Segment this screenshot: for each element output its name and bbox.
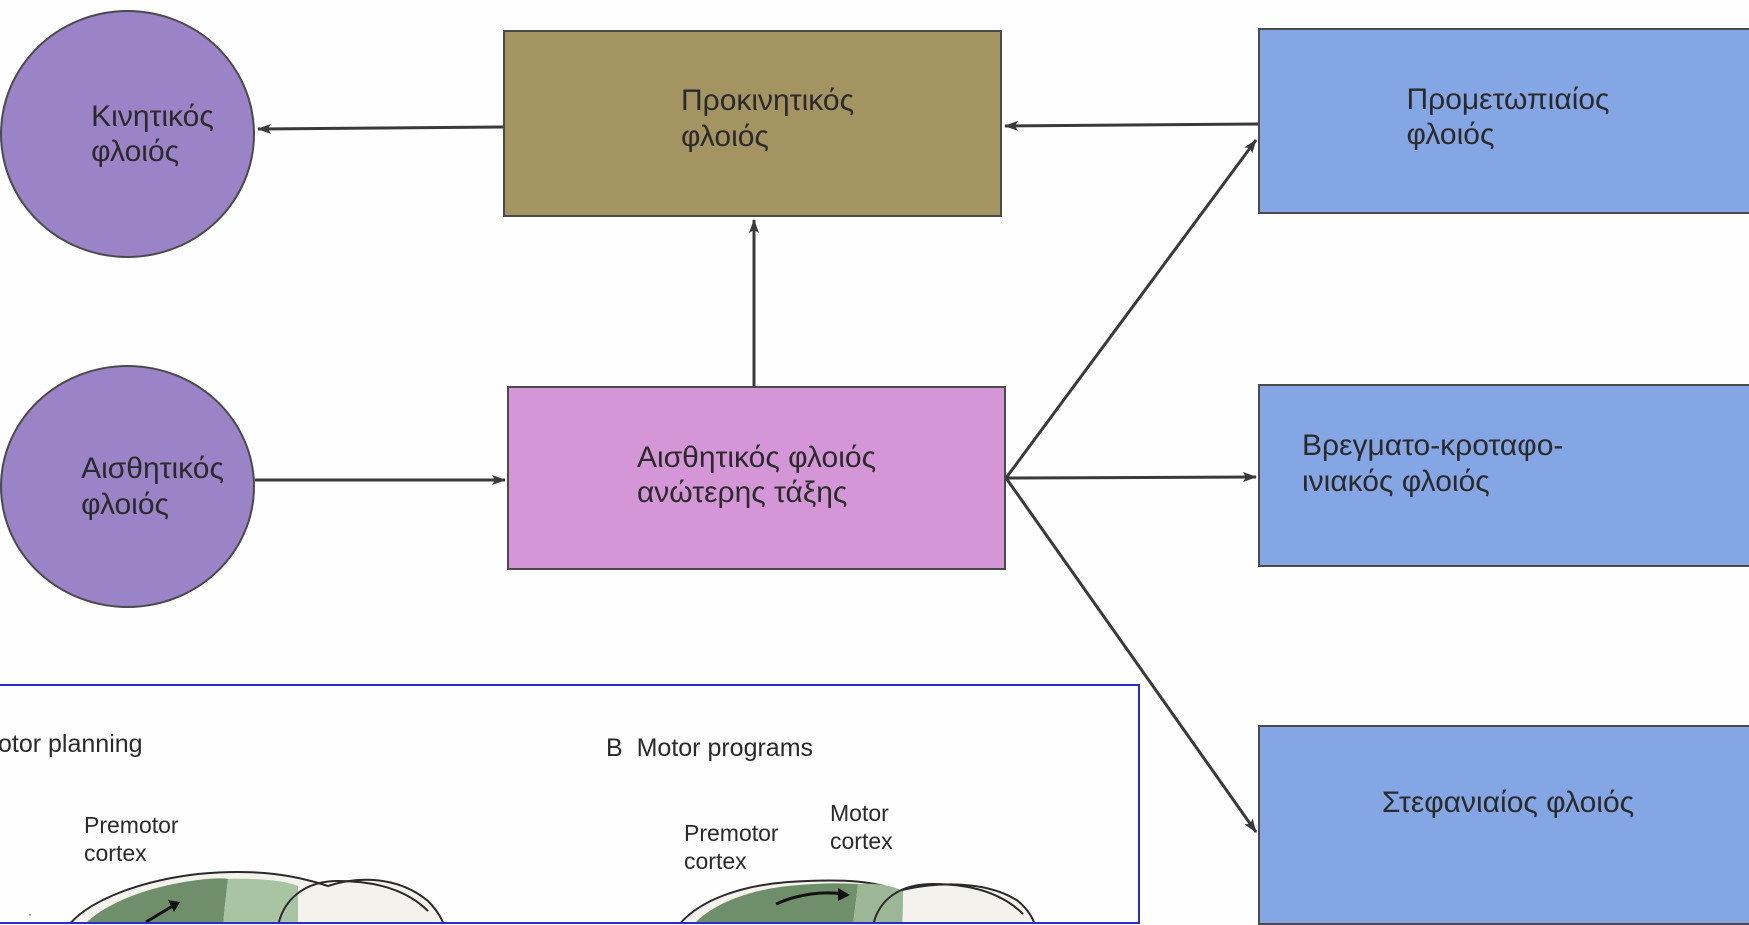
panel-b-motor-label-line2: cortex: [830, 827, 893, 854]
cingulate-cortex-label-line1: Στεφανιαίος φλοιός: [1381, 786, 1635, 820]
panel-b-letter: B: [606, 734, 623, 762]
prefrontal-cortex-label: Προμετωπιαίος φλοιός: [1406, 82, 1609, 153]
parietal-cortex-label-line1: Βρεγματο-κροταφο-: [1302, 429, 1564, 463]
panel-b-premotor-label-line2: cortex: [684, 847, 747, 874]
premotor-cortex-node: Προκινητικός φλοιός: [503, 30, 1002, 217]
arrow-premotor-to-motor: [257, 123, 504, 134]
premotor-cortex-label-line1: Προκινητικός: [680, 84, 855, 118]
motor-cortex-node: Κινητικός φλοιός: [0, 10, 255, 258]
premotor-cortex-label: Προκινητικός φλοιός: [681, 83, 854, 154]
panel-b-premotor-label: Premotor cortex: [684, 820, 779, 875]
arrow-higher-to-prefrontal: [1004, 139, 1258, 479]
panel-b-title-text: Motor programs: [636, 734, 814, 762]
svg-text:·: ·: [28, 907, 32, 921]
panel-a-premotor-label-line1: Premotor: [84, 812, 179, 838]
higher-order-sensory-cortex-node: Αισθητικός φλοιός ανώτερης τάξης: [507, 386, 1006, 570]
panel-b-motor-label: Motor cortex: [830, 800, 893, 855]
sensory-cortex-label-line1: Αισθητικός: [81, 452, 224, 486]
brain-illustrations: ·: [28, 870, 1035, 922]
motor-cortex-label-line1: Κινητικός: [91, 99, 214, 133]
panel-b-motor-label-line1: Motor: [830, 800, 889, 826]
parieto-temporo-occipital-cortex-node: Βρεγματο-κροταφο- ινιακός φλοιός: [1258, 384, 1749, 567]
panel-a-frontal-shade: [223, 878, 299, 922]
parietal-cortex-label: Βρεγματο-κροταφο- ινιακός φλοιός: [1302, 428, 1563, 499]
prefrontal-cortex-label-line2: φλοιός: [1406, 118, 1495, 151]
panel-b-title: B Motor programs: [606, 734, 813, 763]
arrow-prefrontal-to-premotor: [1004, 120, 1259, 131]
panel-a-premotor-label-line2: cortex: [84, 839, 147, 866]
panel-b-flow-arrowhead: [838, 888, 850, 901]
cingulate-cortex-label: Στεφανιαίος φλοιός: [1382, 785, 1634, 820]
higher-order-sensory-label-line1: Αισθητικός φλοιός: [636, 440, 877, 474]
inset-figure-panel: otor planning Premotor cortex B Motor pr…: [0, 684, 1140, 924]
sensory-cortex-label: Αισθητικός φλοιός: [81, 451, 224, 522]
panel-a-title: otor planning: [0, 730, 143, 758]
motor-cortex-label: Κινητικός φλοιός: [91, 99, 214, 170]
motor-cortex-label-line2: φλοιός: [91, 135, 180, 168]
prefrontal-cortex-node: Προμετωπιαίος φλοιός: [1258, 28, 1749, 214]
sensory-cortex-node: Αισθητικός φλοιός: [0, 365, 255, 608]
higher-order-sensory-label-line2: ανώτερης τάξης: [636, 476, 848, 509]
sensory-cortex-label-line2: φλοιός: [81, 487, 169, 521]
premotor-cortex-label-line2: φλοιός: [680, 119, 769, 153]
arrow-higher-to-parietal: [1005, 472, 1257, 483]
parietal-cortex-label-line2: ινιακός φλοιός: [1302, 464, 1490, 498]
panel-b-flow-arrow: [775, 891, 844, 906]
panel-b-premotor-label-line1: Premotor: [684, 820, 779, 846]
arrow-higher-to-cingulate: [1004, 477, 1258, 833]
higher-order-sensory-label: Αισθητικός φλοιός ανώτερης τάξης: [637, 440, 876, 511]
panel-b-motor-region: [853, 883, 903, 922]
connection-arrows: [255, 120, 1259, 833]
panel-a-premotor-label: Premotor cortex: [84, 812, 179, 867]
prefrontal-cortex-label-line1: Προμετωπιαίος: [1406, 82, 1610, 116]
